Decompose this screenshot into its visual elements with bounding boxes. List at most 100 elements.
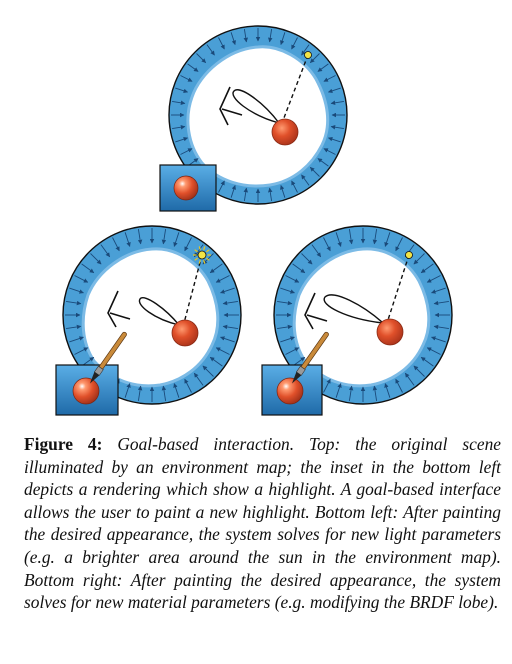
light-arrow bbox=[196, 53, 207, 64]
light-arrow bbox=[372, 229, 378, 245]
light-arrow bbox=[433, 324, 449, 330]
sun-ray bbox=[194, 257, 198, 261]
light-arrow bbox=[426, 347, 441, 355]
light-arrow bbox=[161, 229, 167, 245]
light-arrow bbox=[175, 137, 189, 143]
light-arrow bbox=[137, 385, 143, 401]
sphere-icon bbox=[171, 319, 199, 347]
eye-glyph-icon bbox=[219, 86, 243, 126]
light-arrow bbox=[69, 336, 84, 343]
light-arrow bbox=[323, 75, 336, 82]
light-arrow bbox=[301, 174, 310, 186]
caption-label: Figure 4: bbox=[24, 434, 103, 454]
light-arrow bbox=[215, 275, 230, 283]
light-arrow bbox=[175, 87, 189, 93]
light-arrow bbox=[311, 244, 322, 258]
light-arrow bbox=[309, 53, 320, 64]
light-arrow bbox=[172, 125, 186, 130]
light-arrow bbox=[323, 237, 331, 252]
light-arrow bbox=[230, 32, 236, 46]
sphere-icon bbox=[271, 118, 299, 146]
light-arrow bbox=[218, 37, 225, 50]
light-arrow bbox=[220, 287, 235, 294]
figure-caption: Figure 4: Goal-based interaction. Top: t… bbox=[24, 433, 501, 614]
brdf-lobe-icon bbox=[232, 89, 281, 125]
light-arrow bbox=[327, 137, 341, 143]
sun-icon bbox=[304, 51, 312, 59]
light-arrow bbox=[395, 378, 403, 393]
eye-glyph-icon bbox=[304, 292, 328, 330]
light-arrow bbox=[90, 253, 102, 265]
light-arrow bbox=[280, 287, 295, 294]
panel-bottom-left bbox=[62, 225, 242, 405]
figure-4-illustration bbox=[55, 25, 453, 416]
light-arrow bbox=[230, 184, 236, 198]
light-arrow bbox=[277, 324, 293, 330]
light-arrow bbox=[66, 324, 82, 330]
light-arrow bbox=[173, 232, 180, 247]
sun-ray bbox=[198, 246, 201, 250]
panel-top bbox=[168, 25, 348, 205]
light-arrow bbox=[137, 229, 143, 245]
light-direction-dashed bbox=[183, 254, 203, 324]
light-arrow-icon bbox=[276, 228, 450, 402]
light-arrow bbox=[280, 336, 295, 343]
light-arrow bbox=[372, 385, 378, 401]
light-arrow bbox=[292, 263, 306, 274]
light-arrow bbox=[323, 378, 331, 393]
light-arrow bbox=[384, 383, 391, 398]
light-arrow bbox=[330, 100, 344, 105]
light-arrow bbox=[243, 187, 248, 201]
light-arrow bbox=[187, 63, 199, 72]
brdf-lobe-icon bbox=[323, 294, 386, 324]
light-arrow bbox=[74, 347, 89, 355]
light-arrow bbox=[280, 32, 286, 46]
sun-ray bbox=[198, 260, 201, 264]
sun-icon bbox=[193, 246, 211, 264]
light-arrow bbox=[285, 275, 300, 283]
light-arrow-icon bbox=[171, 28, 345, 202]
light-arrow bbox=[323, 148, 336, 155]
light-arrow bbox=[335, 232, 342, 247]
light-arrow bbox=[69, 287, 84, 294]
light-arrow bbox=[285, 347, 300, 355]
light-arrow bbox=[220, 336, 235, 343]
rendering-inset-bottom-right bbox=[261, 364, 323, 416]
light-arrow bbox=[277, 300, 293, 306]
light-arrow bbox=[124, 232, 131, 247]
light-arrow bbox=[172, 100, 186, 105]
light-arrow bbox=[202, 365, 214, 377]
light-arrow bbox=[222, 300, 238, 306]
light-arrow bbox=[100, 244, 111, 258]
eye-glyph-icon bbox=[107, 290, 131, 328]
light-arrow bbox=[193, 372, 204, 386]
light-arrow bbox=[222, 324, 238, 330]
light-arrow bbox=[180, 75, 193, 82]
light-arrow bbox=[218, 180, 225, 193]
light-arrow bbox=[413, 253, 425, 265]
light-arrow bbox=[327, 87, 341, 93]
sun-ray bbox=[194, 249, 198, 253]
light-arrow bbox=[66, 300, 82, 306]
light-arrow bbox=[215, 347, 230, 355]
light-arrow bbox=[184, 237, 192, 252]
panel-bottom-right bbox=[273, 225, 453, 405]
caption-text: Goal-based interaction. Top: the origina… bbox=[24, 434, 501, 613]
light-arrow bbox=[301, 253, 313, 265]
light-arrow bbox=[243, 29, 248, 43]
light-arrow bbox=[317, 158, 329, 167]
light-arrow bbox=[330, 125, 344, 130]
light-arrow-icon bbox=[65, 228, 239, 402]
light-arrow bbox=[301, 44, 310, 56]
light-arrow bbox=[395, 237, 403, 252]
sun-ray bbox=[206, 249, 210, 253]
brdf-lobe-icon bbox=[138, 297, 181, 327]
paintbrush-icon bbox=[291, 331, 329, 384]
sun-icon bbox=[405, 251, 413, 259]
sphere-icon bbox=[376, 318, 404, 346]
light-arrow bbox=[209, 263, 223, 274]
light-arrow bbox=[413, 365, 425, 377]
light-arrow bbox=[309, 166, 320, 177]
light-arrow bbox=[280, 184, 286, 198]
sun-ray bbox=[203, 246, 206, 250]
